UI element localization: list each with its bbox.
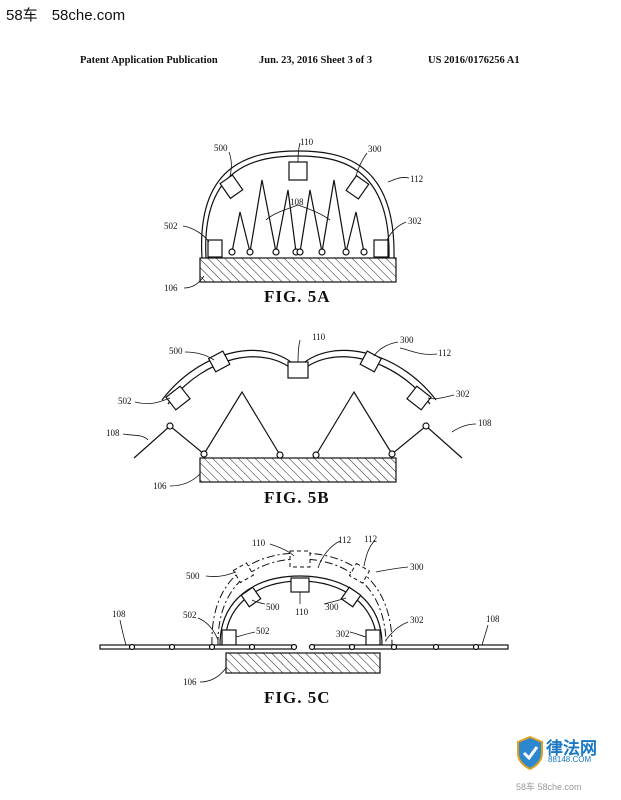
logo-url: 88148.COM <box>548 755 592 764</box>
logo-name: 律法网 <box>546 739 597 758</box>
cover-112 <box>219 575 383 646</box>
label-112-phantom: 112 <box>364 534 377 544</box>
caption-fig-5c: FIG. 5C <box>264 688 331 707</box>
label-302: 302 <box>456 389 470 399</box>
label-300-phantom: 300 <box>410 562 424 572</box>
component-300-phantom <box>348 562 371 584</box>
fig-5a <box>182 142 410 289</box>
logo-subtext: 58车 58che.com <box>516 782 582 792</box>
component-110 <box>287 361 309 379</box>
base-106 <box>225 652 381 674</box>
publication-date-sheet: Jun. 23, 2016 Sheet 3 of 3 <box>259 55 373 66</box>
label-112: 112 <box>410 174 423 184</box>
label-500: 500 <box>266 602 280 612</box>
label-110: 110 <box>300 137 314 147</box>
label-108-right: 108 <box>486 614 500 624</box>
label-108-right: 108 <box>478 418 492 428</box>
watermark-brand: 58车 <box>6 7 38 24</box>
component-500 <box>207 350 231 373</box>
component-302 <box>373 239 389 258</box>
label-110-phantom: 110 <box>252 538 266 548</box>
shield-icon <box>517 736 543 770</box>
caption-fig-5a: FIG. 5A <box>264 287 331 306</box>
base-106 <box>199 257 397 283</box>
fig-5c <box>99 539 509 683</box>
arm-108-left <box>231 179 297 253</box>
component-300 <box>359 350 383 373</box>
label-500: 500 <box>169 346 183 356</box>
component-300 <box>340 586 362 608</box>
component-302 <box>406 385 432 411</box>
label-500-phantom: 500 <box>186 571 200 581</box>
publication-title: Patent Application Publication <box>80 55 218 66</box>
component-302 <box>365 629 381 646</box>
component-300 <box>345 174 370 200</box>
label-502-outer: 502 <box>183 610 197 620</box>
label-302: 302 <box>336 629 350 639</box>
label-112: 112 <box>438 348 451 358</box>
lawsite-logo: 律法网 88148.COM 58车 58che.com <box>516 730 616 794</box>
component-110 <box>288 161 308 181</box>
fig-5c-labels: 110 112 112 500 300 500 110 300 502 502 … <box>112 534 500 687</box>
label-302-outer: 302 <box>410 615 424 625</box>
component-110 <box>290 577 310 593</box>
component-502 <box>207 239 223 258</box>
label-106: 106 <box>164 283 178 293</box>
component-110-phantom <box>289 550 311 568</box>
component-502 <box>221 629 237 646</box>
label-110: 110 <box>295 607 309 617</box>
label-108-left: 108 <box>106 428 120 438</box>
arm-108-right <box>299 179 365 253</box>
label-108: 108 <box>290 197 304 207</box>
label-110: 110 <box>312 332 326 342</box>
label-300: 300 <box>400 335 414 345</box>
fig-5b <box>122 339 477 487</box>
site-watermark: 58车 58che.com <box>6 4 139 25</box>
component-502 <box>165 385 191 411</box>
label-108-left: 108 <box>112 609 126 619</box>
label-300: 300 <box>325 602 339 612</box>
arm-108-right <box>315 390 463 459</box>
watermark-site: 58che.com <box>51 7 126 24</box>
caption-fig-5b: FIG. 5B <box>264 488 330 507</box>
label-302: 302 <box>408 216 422 226</box>
component-500 <box>219 174 244 200</box>
fig-5a-labels: 500 110 300 112 108 502 302 106 <box>164 137 423 293</box>
label-300: 300 <box>368 144 382 154</box>
label-500: 500 <box>214 143 228 153</box>
label-106: 106 <box>183 677 197 687</box>
label-502: 502 <box>164 221 178 231</box>
fig-5b-labels: 500 110 300 112 502 302 108 108 106 <box>106 332 492 491</box>
label-106: 106 <box>153 481 167 491</box>
label-502: 502 <box>256 626 270 636</box>
component-500-phantom <box>232 562 255 584</box>
cover-112-outer <box>201 150 395 259</box>
label-502: 502 <box>118 396 132 406</box>
label-112: 112 <box>338 535 351 545</box>
publication-number: US 2016/0176256 A1 <box>428 55 520 66</box>
arm-108-left <box>133 390 281 459</box>
base-106 <box>199 457 397 483</box>
